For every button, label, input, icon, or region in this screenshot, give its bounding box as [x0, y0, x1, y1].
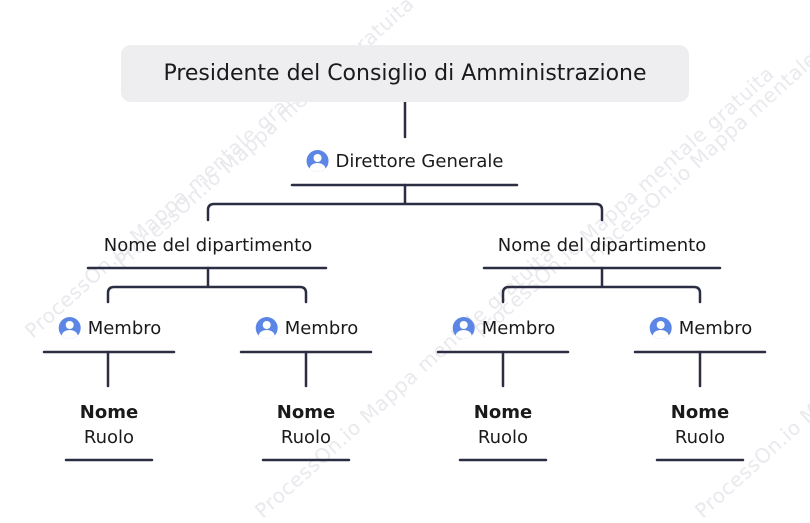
dept-branch-2	[501, 285, 702, 304]
leaf-role: Ruolo	[674, 427, 726, 448]
leaf-role: Ruolo	[280, 427, 332, 448]
member-node[interactable]: Membro	[649, 317, 753, 339]
leaf-name: Nome	[276, 402, 336, 423]
member-label: Membro	[481, 317, 556, 339]
leaf-node[interactable]: Nome Ruolo	[671, 400, 729, 450]
member-label: Membro	[678, 317, 753, 339]
leaf-node[interactable]: Nome Ruolo	[474, 400, 532, 450]
director-branch	[206, 202, 604, 222]
person-icon	[649, 317, 672, 339]
member-label: Membro	[284, 317, 359, 339]
leaf-node[interactable]: Nome Ruolo	[277, 400, 335, 450]
leaf-name: Nome	[79, 402, 139, 423]
member-label: Membro	[87, 317, 162, 339]
director-label: Direttore Generale	[335, 150, 504, 172]
department-label: Nome del dipartimento	[103, 235, 313, 256]
person-icon	[58, 317, 81, 339]
root-label: Presidente del Consiglio di Amministrazi…	[163, 61, 647, 86]
leaf-node[interactable]: Nome Ruolo	[80, 400, 138, 450]
leaf-role: Ruolo	[83, 427, 135, 448]
department-node[interactable]: Nome del dipartimento	[104, 235, 312, 256]
leaf-name: Nome	[473, 402, 533, 423]
member-node[interactable]: Membro	[452, 317, 556, 339]
root-node[interactable]: Presidente del Consiglio di Amministrazi…	[121, 45, 689, 102]
leaf-role: Ruolo	[477, 427, 529, 448]
dept-branch-1	[106, 285, 308, 304]
department-label: Nome del dipartimento	[497, 235, 707, 256]
department-node[interactable]: Nome del dipartimento	[498, 235, 706, 256]
person-icon	[255, 317, 278, 339]
person-icon	[452, 317, 475, 339]
person-icon	[306, 150, 329, 172]
member-node[interactable]: Membro	[58, 317, 162, 339]
director-node[interactable]: Direttore Generale	[306, 150, 504, 172]
leaf-name: Nome	[670, 402, 730, 423]
member-node[interactable]: Membro	[255, 317, 359, 339]
